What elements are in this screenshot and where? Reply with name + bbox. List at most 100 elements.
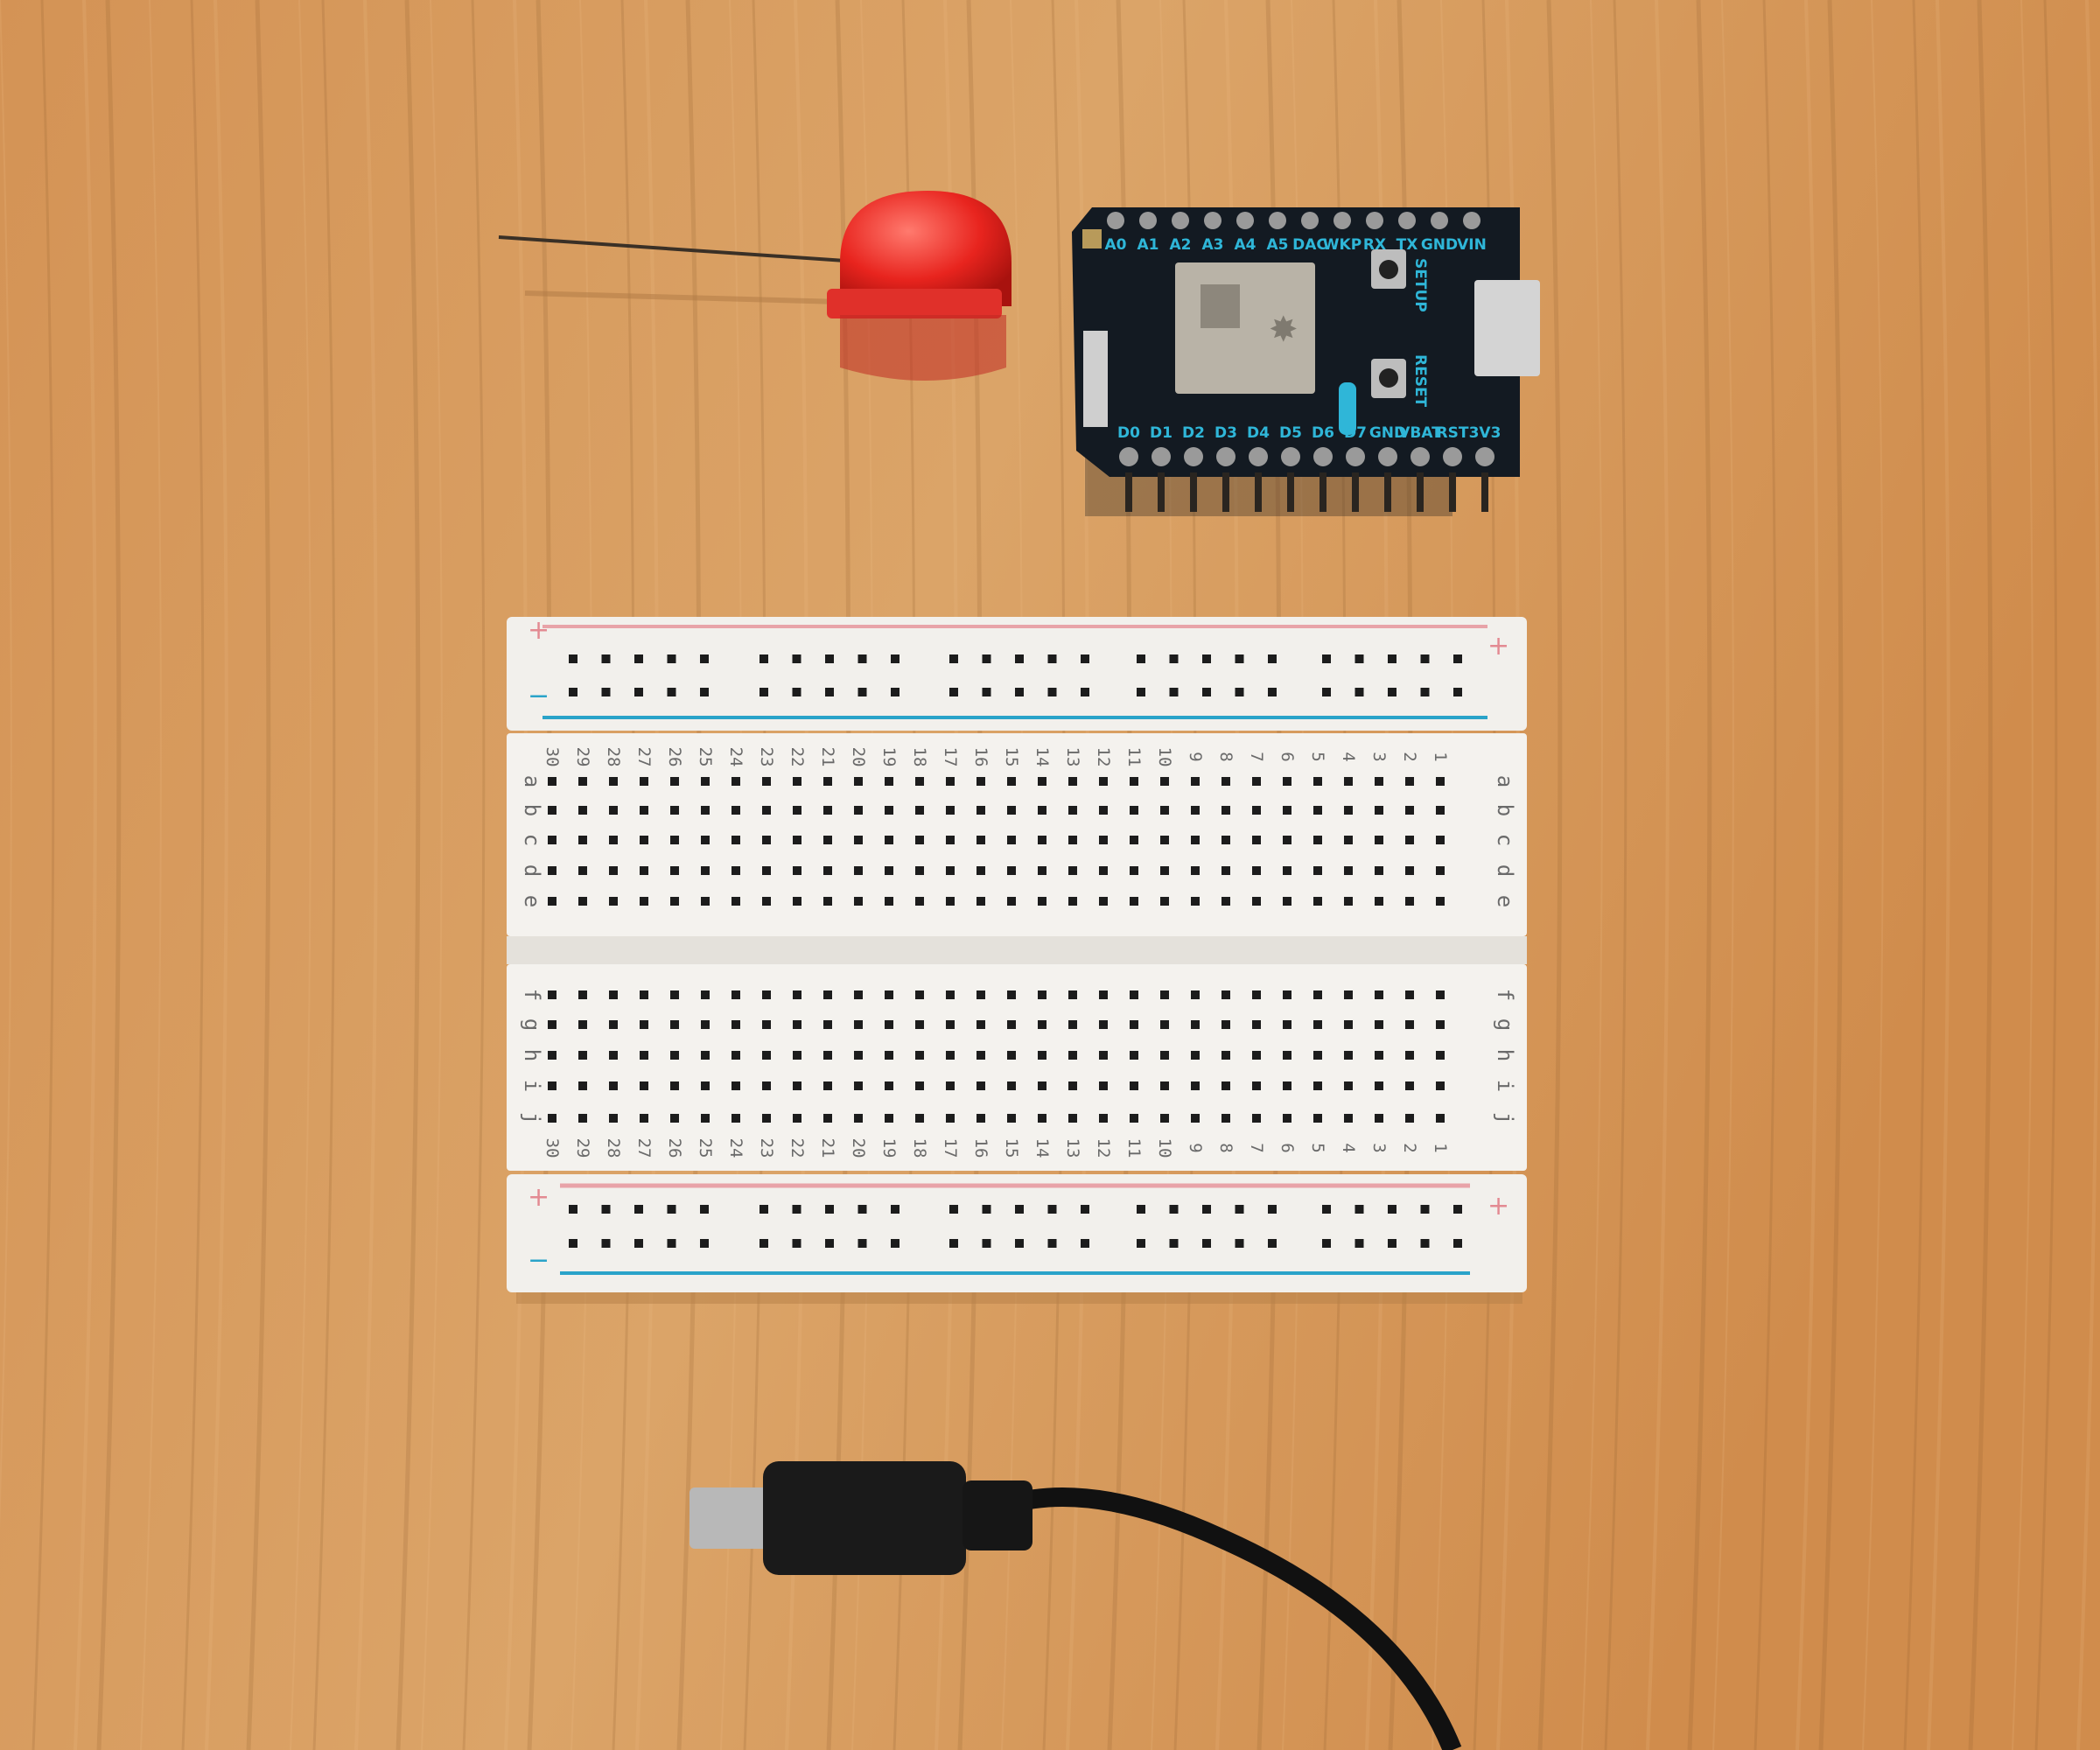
breadboard-hole[interactable]: [854, 897, 863, 906]
breadboard-hole[interactable]: [1038, 1082, 1046, 1090]
breadboard-hole[interactable]: [640, 1082, 648, 1090]
rail-hole[interactable]: [634, 688, 643, 696]
breadboard-hole[interactable]: [1007, 866, 1016, 875]
rail-hole[interactable]: [1015, 688, 1024, 696]
breadboard-hole[interactable]: [1283, 836, 1292, 844]
breadboard-hole[interactable]: [1191, 1082, 1200, 1090]
rail-hole[interactable]: [949, 688, 958, 696]
breadboard-hole[interactable]: [1130, 1082, 1138, 1090]
breadboard-hole[interactable]: [1130, 1020, 1138, 1029]
breadboard-hole[interactable]: [885, 1020, 893, 1029]
breadboard-hole[interactable]: [1344, 1082, 1353, 1090]
rail-hole[interactable]: [760, 688, 768, 696]
rail-hole[interactable]: [1047, 654, 1057, 663]
breadboard-hole[interactable]: [670, 897, 679, 906]
rail-hole[interactable]: [569, 688, 578, 696]
breadboard-hole[interactable]: [946, 777, 955, 786]
rail-hole[interactable]: [1354, 1239, 1364, 1248]
rail-hole[interactable]: [1388, 1205, 1396, 1214]
rail-hole[interactable]: [1453, 1205, 1462, 1214]
breadboard-hole[interactable]: [1375, 866, 1383, 875]
breadboard-hole[interactable]: [1436, 806, 1445, 815]
rail-hole[interactable]: [858, 1205, 867, 1214]
breadboard-hole[interactable]: [732, 1051, 740, 1060]
breadboard-hole[interactable]: [946, 1114, 955, 1123]
breadboard-hole[interactable]: [609, 1082, 618, 1090]
breadboard-hole[interactable]: [701, 897, 710, 906]
breadboard-hole[interactable]: [1344, 897, 1353, 906]
breadboard-hole[interactable]: [1436, 1020, 1445, 1029]
breadboard-hole[interactable]: [1252, 777, 1261, 786]
breadboard-hole[interactable]: [854, 836, 863, 844]
rail-hole[interactable]: [1081, 1205, 1089, 1214]
rail-hole[interactable]: [634, 654, 643, 663]
breadboard-hole[interactable]: [976, 866, 985, 875]
breadboard-hole[interactable]: [793, 806, 802, 815]
rail-hole[interactable]: [1081, 654, 1089, 663]
breadboard-hole[interactable]: [701, 1020, 710, 1029]
breadboard-hole[interactable]: [1222, 1020, 1230, 1029]
breadboard-hole[interactable]: [1405, 777, 1414, 786]
rail-hole[interactable]: [982, 654, 991, 663]
breadboard-hole[interactable]: [915, 777, 924, 786]
breadboard-hole[interactable]: [1099, 866, 1108, 875]
rail-hole[interactable]: [634, 1239, 643, 1248]
breadboard-hole[interactable]: [1375, 990, 1383, 999]
breadboard-hole[interactable]: [1099, 1020, 1108, 1029]
breadboard-hole[interactable]: [854, 806, 863, 815]
breadboard-hole[interactable]: [1038, 1020, 1046, 1029]
breadboard-hole[interactable]: [1436, 1082, 1445, 1090]
breadboard-hole[interactable]: [762, 990, 771, 999]
breadboard-hole[interactable]: [548, 836, 556, 844]
rail-hole[interactable]: [1420, 688, 1430, 696]
breadboard-hole[interactable]: [1344, 866, 1353, 875]
rail-hole[interactable]: [1235, 1205, 1244, 1214]
rail-hole[interactable]: [1169, 688, 1179, 696]
breadboard-hole[interactable]: [1344, 806, 1353, 815]
breadboard-hole[interactable]: [1405, 990, 1414, 999]
breadboard-hole[interactable]: [793, 990, 802, 999]
breadboard-hole[interactable]: [762, 777, 771, 786]
breadboard-hole[interactable]: [1130, 806, 1138, 815]
breadboard-hole[interactable]: [1283, 897, 1292, 906]
breadboard-hole[interactable]: [1068, 1114, 1077, 1123]
breadboard-hole[interactable]: [1405, 806, 1414, 815]
rail-hole[interactable]: [792, 654, 802, 663]
breadboard-hole[interactable]: [1436, 1114, 1445, 1123]
breadboard-hole[interactable]: [915, 1082, 924, 1090]
breadboard-hole[interactable]: [1068, 836, 1077, 844]
breadboard-hole[interactable]: [1313, 990, 1322, 999]
breadboard-hole[interactable]: [1405, 1020, 1414, 1029]
breadboard-hole[interactable]: [1344, 990, 1353, 999]
rail-hole[interactable]: [1235, 654, 1244, 663]
breadboard-hole[interactable]: [976, 1114, 985, 1123]
breadboard-hole[interactable]: [1038, 806, 1046, 815]
breadboard-hole[interactable]: [1283, 1020, 1292, 1029]
rail-hole[interactable]: [949, 654, 958, 663]
breadboard-hole[interactable]: [732, 777, 740, 786]
breadboard-hole[interactable]: [976, 806, 985, 815]
breadboard-hole[interactable]: [609, 836, 618, 844]
breadboard-hole[interactable]: [762, 1051, 771, 1060]
breadboard-hole[interactable]: [670, 1082, 679, 1090]
breadboard-hole[interactable]: [1068, 1051, 1077, 1060]
breadboard-hole[interactable]: [823, 1082, 832, 1090]
breadboard-hole[interactable]: [1222, 1051, 1230, 1060]
breadboard-hole[interactable]: [854, 990, 863, 999]
breadboard-hole[interactable]: [1436, 866, 1445, 875]
rail-hole[interactable]: [1235, 688, 1244, 696]
breadboard-hole[interactable]: [1191, 1051, 1200, 1060]
breadboard-hole[interactable]: [670, 1114, 679, 1123]
breadboard-hole[interactable]: [701, 777, 710, 786]
rail-hole[interactable]: [858, 1239, 867, 1248]
breadboard-hole[interactable]: [1252, 866, 1261, 875]
breadboard-hole[interactable]: [609, 866, 618, 875]
breadboard-hole[interactable]: [670, 1051, 679, 1060]
breadboard-hole[interactable]: [1283, 1051, 1292, 1060]
breadboard-hole[interactable]: [762, 1020, 771, 1029]
rail-hole[interactable]: [634, 1205, 643, 1214]
breadboard-hole[interactable]: [1313, 777, 1322, 786]
breadboard-hole[interactable]: [548, 1114, 556, 1123]
breadboard-hole[interactable]: [1344, 836, 1353, 844]
breadboard-hole[interactable]: [609, 777, 618, 786]
